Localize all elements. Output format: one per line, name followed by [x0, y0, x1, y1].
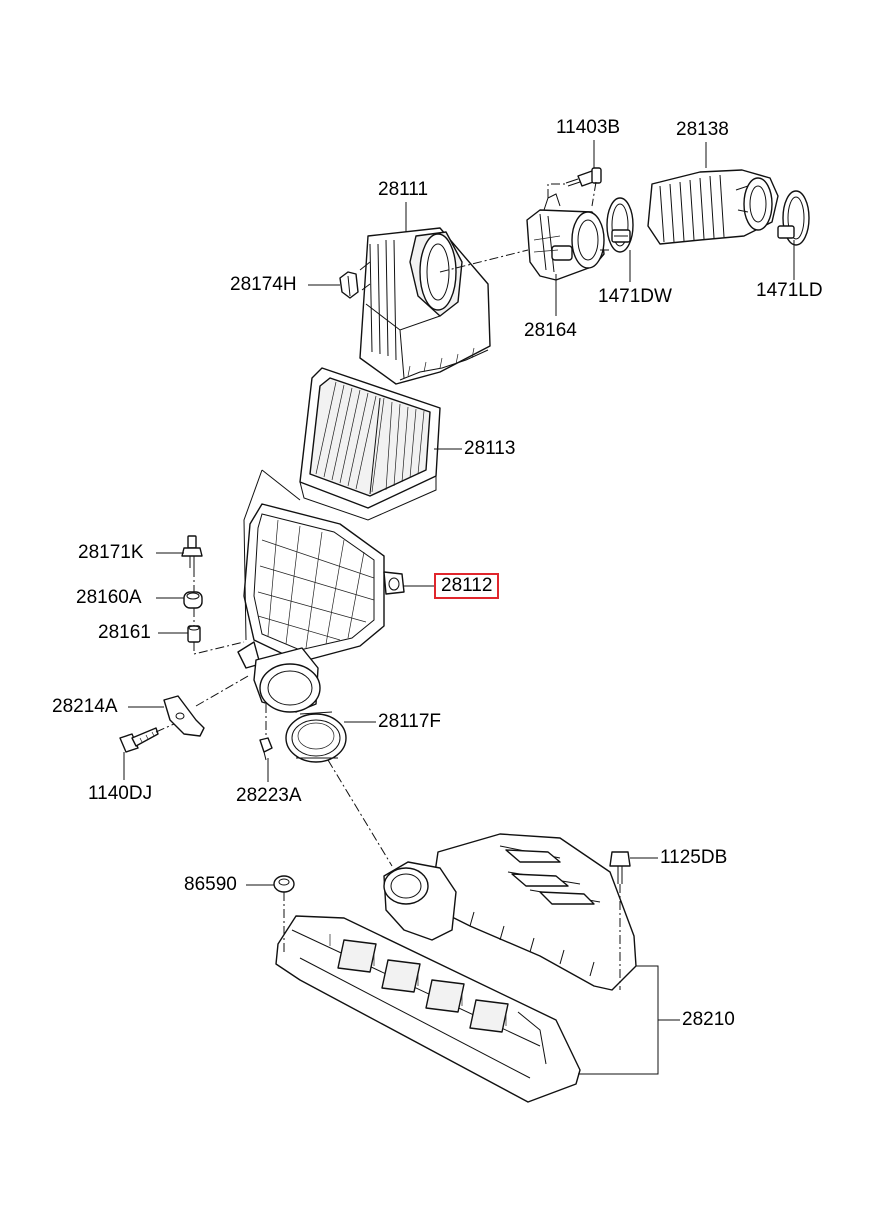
leader-lines: [123, 140, 795, 1075]
part-label-11403b[interactable]: 11403B: [556, 117, 621, 138]
part-label-28160a[interactable]: 28160A: [76, 587, 142, 608]
grommet-28160a-part[interactable]: [183, 591, 203, 609]
bolt-1140dj-part[interactable]: [119, 727, 159, 753]
part-label-28171k[interactable]: 28171K: [78, 542, 144, 563]
part-label-1140dj[interactable]: 1140DJ: [88, 783, 153, 804]
part-label-28161[interactable]: 28161: [98, 622, 151, 643]
grommet-86590-part[interactable]: [273, 875, 295, 893]
bolt-11403b-part[interactable]: [565, 167, 602, 187]
collar-28161-part[interactable]: [187, 625, 201, 643]
part-label-86590[interactable]: 86590: [184, 874, 237, 895]
part-label-28113[interactable]: 28113: [464, 438, 516, 459]
bolt-28171k-part[interactable]: [181, 535, 203, 568]
part-label-28214a[interactable]: 28214A: [52, 696, 118, 717]
hose-clamp-1471dw-part[interactable]: [606, 197, 634, 253]
part-label-28210[interactable]: 28210: [682, 1009, 735, 1030]
clip-28223a-part[interactable]: [259, 737, 273, 761]
bracket-28214a-part[interactable]: [163, 695, 205, 737]
air-cleaner-body-28112-part[interactable]: [237, 469, 405, 713]
part-label-1471dw[interactable]: 1471DW: [598, 286, 672, 307]
hose-clamp-1471ld-part[interactable]: [777, 190, 810, 246]
part-label-1471ld[interactable]: 1471LD: [756, 280, 823, 301]
intake-hose-28138-part[interactable]: [647, 169, 779, 245]
part-label-28138[interactable]: 28138: [676, 119, 729, 140]
part-label-28164[interactable]: 28164: [524, 320, 577, 341]
air-flow-sensor-28164-part[interactable]: [526, 193, 605, 281]
part-label-28223a[interactable]: 28223A: [236, 785, 302, 806]
clip-28174h-part[interactable]: [339, 271, 359, 299]
air-cleaner-cover-28111-part[interactable]: [359, 227, 491, 385]
part-label-1125db[interactable]: 1125DB: [660, 847, 728, 868]
bolt-1125db-part[interactable]: [609, 851, 631, 884]
air-filter-28113-part[interactable]: [299, 367, 441, 521]
hose-28117f-part[interactable]: [285, 711, 347, 763]
air-duct-28210-part[interactable]: [275, 833, 637, 1103]
part-label-28111[interactable]: 28111: [378, 179, 429, 200]
part-label-28112[interactable]: 28112: [434, 573, 500, 599]
part-label-28174h[interactable]: 28174H: [230, 274, 297, 295]
part-label-28117f[interactable]: 28117F: [378, 711, 442, 732]
assembly-lines: [155, 181, 621, 990]
